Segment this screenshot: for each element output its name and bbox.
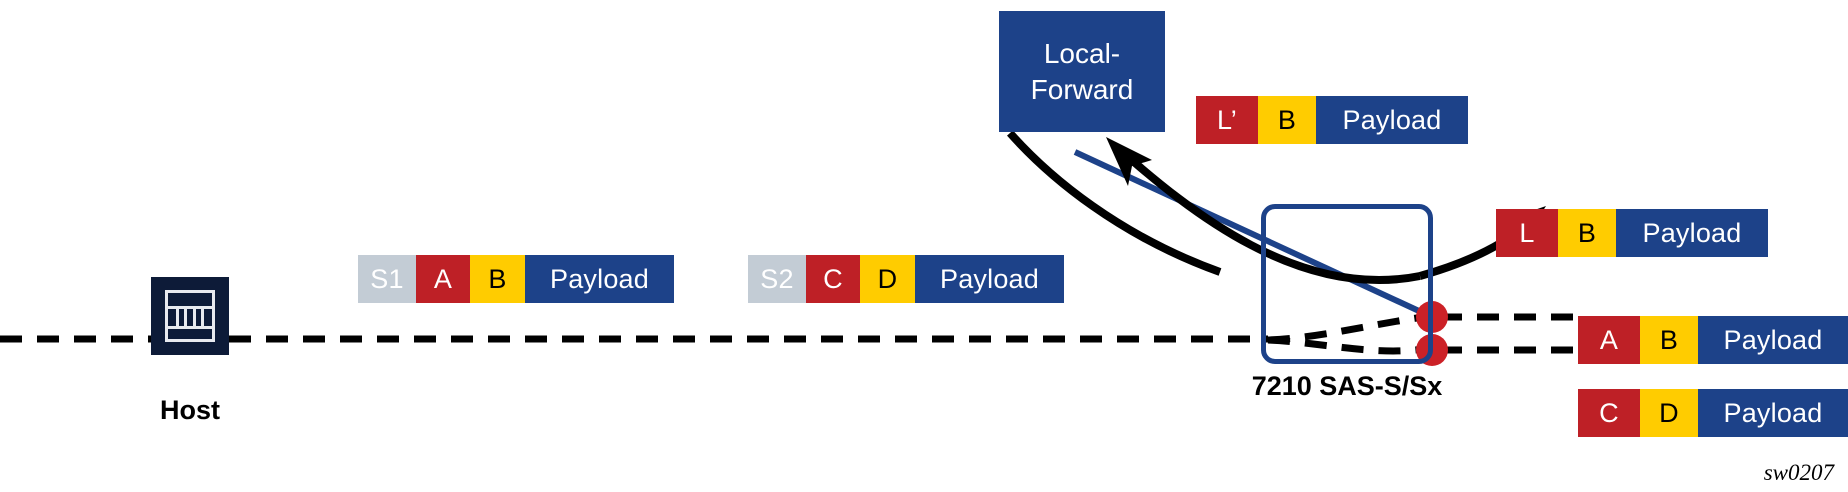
packet-segment: B [1258,96,1316,144]
packet-segment: Payload [1616,209,1768,257]
arrow-curve-to-local-forward [1007,130,1222,276]
packet-segment: D [860,255,915,303]
packet-segment: C [806,255,860,303]
packet-s2: S2 C D Payload [748,255,1064,303]
packet-segment: A [416,255,470,303]
packet-segment: Payload [1316,96,1468,144]
server-rack-slot [192,309,196,326]
sas-device-box [1261,204,1433,364]
server-rack-slot [201,309,205,326]
server-rack-slot [175,309,179,326]
packet-segment: L [1496,209,1558,257]
packet-s1: S1 A B Payload [358,255,674,303]
packet-c-d: C D Payload [1578,389,1848,437]
packet-segment: D [1640,389,1698,437]
server-rack-slots [168,309,212,326]
packet-segment: B [470,255,525,303]
packet-segment: Payload [915,255,1064,303]
packet-segment: B [1640,316,1698,364]
server-rack-icon [165,290,215,342]
packet-lprime-b: L’ B Payload [1196,96,1468,144]
host-node [151,277,229,355]
packet-segment: B [1558,209,1616,257]
packet-segment: Payload [525,255,674,303]
packet-segment: Payload [1698,389,1848,437]
packet-segment: L’ [1196,96,1258,144]
packet-segment: Payload [1698,316,1848,364]
packet-segment: S1 [358,255,416,303]
packet-a-b: A B Payload [1578,316,1848,364]
server-rack-top-bar [168,293,212,309]
server-rack-slot [184,309,188,326]
figure-caption: sw0207 [1763,460,1834,485]
local-forward-box: Local-Forward [999,11,1165,132]
sas-device-label: 7210 SAS-S/Sx [1251,371,1443,401]
packet-segment: A [1578,316,1640,364]
packet-segment: S2 [748,255,806,303]
host-label: Host [160,395,220,425]
server-rack-bottom-bar [168,326,212,339]
packet-segment: C [1578,389,1640,437]
packet-l-b: L B Payload [1496,209,1768,257]
arrowhead-local-forward [1106,137,1152,186]
